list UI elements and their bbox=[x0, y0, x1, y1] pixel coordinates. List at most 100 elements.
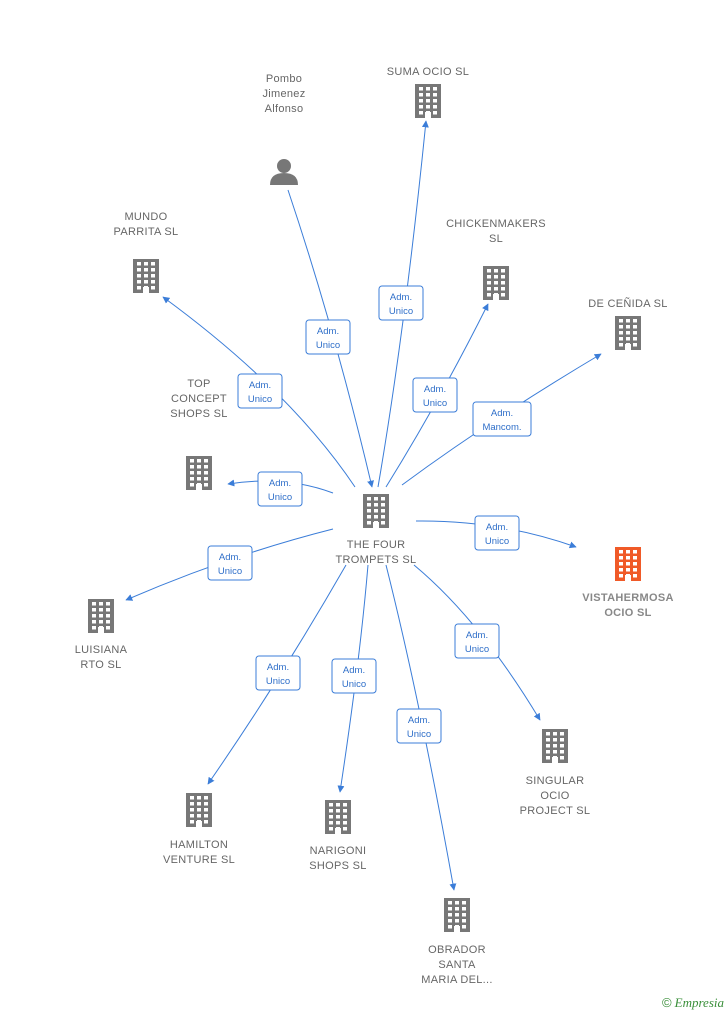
edge-narigoni: Adm. Unico bbox=[331, 564, 377, 793]
node-label: OCIO bbox=[540, 790, 569, 802]
edge-label[interactable]: Adm.Unico bbox=[207, 545, 253, 581]
edge-label-text: Adm. bbox=[390, 292, 412, 303]
node-label: OBRADOR bbox=[428, 944, 486, 956]
node-label: THE FOUR bbox=[347, 539, 406, 551]
edge-label[interactable]: Adm.Mancom. bbox=[472, 401, 532, 437]
node-label: TROMPETS SL bbox=[336, 554, 417, 566]
edge-label-text: Unico bbox=[268, 492, 292, 503]
edge-singular: Adm.Unico bbox=[413, 564, 541, 721]
edge-label-box bbox=[378, 285, 424, 321]
edge-label[interactable]: Adm. Unico bbox=[305, 319, 351, 355]
nodes-layer: THE FOUR TROMPETS SL SUMA OCIO SL PomboJime… bbox=[75, 66, 674, 986]
edge-label[interactable]: Adm.Unico bbox=[454, 623, 500, 659]
edge-label-box bbox=[396, 708, 442, 744]
node-label: SL bbox=[489, 233, 503, 245]
building-icon bbox=[415, 84, 441, 118]
building-icon bbox=[615, 316, 641, 350]
edge-label-text: Adm. bbox=[491, 408, 513, 419]
node-label: NARIGONI bbox=[310, 845, 367, 857]
building-icon bbox=[615, 547, 641, 581]
node-label: SHOPS SL bbox=[170, 408, 227, 420]
node-label: RTO SL bbox=[80, 659, 121, 671]
node-label: SUMA OCIO SL bbox=[387, 66, 469, 78]
edge-label[interactable]: Adm. Unico bbox=[331, 658, 377, 694]
edge-label-text: Adm. bbox=[317, 326, 339, 337]
node-label: VENTURE SL bbox=[163, 854, 235, 866]
edge-label-text: Adm. bbox=[486, 522, 508, 533]
edge-label-text: Unico bbox=[342, 679, 366, 690]
edge-label-box bbox=[472, 401, 532, 437]
edge-label[interactable]: Adm.Unico bbox=[255, 655, 301, 691]
node-luisiana[interactable]: LUISIANA RTO SL bbox=[75, 599, 128, 671]
edge-chicken: Adm. Unico bbox=[385, 303, 489, 488]
edge-label-box bbox=[207, 545, 253, 581]
edge-label[interactable]: Adm. Unico bbox=[257, 471, 303, 507]
edge-label-text: Unico bbox=[389, 306, 413, 317]
node-label: LUISIANA bbox=[75, 644, 128, 656]
empresia-watermark[interactable]: ©Empresia bbox=[662, 995, 724, 1011]
edge-label-text: Adm. bbox=[269, 478, 291, 489]
node-hamilton[interactable]: HAMILTON VENTURE SL bbox=[163, 793, 235, 866]
node-label: CHICKENMAKERS bbox=[446, 218, 546, 230]
building-icon bbox=[542, 729, 568, 763]
edge-label-text: Unico bbox=[248, 394, 272, 405]
edge-label-text: Unico bbox=[218, 566, 242, 577]
edge-obrador: Adm. Unico bbox=[385, 564, 457, 891]
edge-mundo: Adm. Unico bbox=[162, 296, 356, 488]
node-label: PARRITA SL bbox=[114, 226, 179, 238]
node-label: CONCEPT bbox=[171, 393, 227, 405]
node-decenida[interactable]: DE CEÑIDA SL bbox=[588, 297, 667, 350]
edge-suma: Adm. Unico bbox=[377, 120, 429, 488]
node-vista[interactable]: VISTAHERMOSA OCIO SL bbox=[582, 547, 673, 619]
node-chicken[interactable]: CHICKENMAKERS SL bbox=[446, 218, 546, 300]
edge-label-box bbox=[331, 658, 377, 694]
building-icon bbox=[88, 599, 114, 633]
edges-layer: Adm.UnicoAdm.UnicoAdm.UnicoAdm.UnicoAdm.… bbox=[125, 120, 602, 891]
copyright-symbol: © bbox=[662, 995, 672, 1010]
edge-label-box bbox=[257, 471, 303, 507]
edge-label-box bbox=[474, 515, 520, 551]
building-icon bbox=[363, 494, 389, 528]
node-label: SANTA bbox=[438, 959, 476, 971]
edge-vista: Adm. Unico bbox=[415, 515, 577, 551]
edge-luisiana: Adm.Unico bbox=[125, 528, 334, 601]
edge-label-text: Adm. bbox=[267, 662, 289, 673]
edge-label-text: Adm. bbox=[424, 384, 446, 395]
edge-label-text: Adm. bbox=[343, 665, 365, 676]
edge-label-text: Adm. bbox=[408, 715, 430, 726]
edge-label[interactable]: Adm. Unico bbox=[378, 285, 424, 321]
edge-label[interactable]: Adm.Unico bbox=[237, 373, 283, 409]
building-icon bbox=[483, 266, 509, 300]
edge-label-box bbox=[412, 377, 458, 413]
building-icon bbox=[133, 259, 159, 293]
edge-label-text: Unico bbox=[485, 536, 509, 547]
edge-label[interactable]: Adm.Unico bbox=[412, 377, 458, 413]
edge-label-box bbox=[237, 373, 283, 409]
node-center[interactable]: THE FOUR TROMPETS SL bbox=[336, 494, 417, 566]
node-label: TOP bbox=[187, 378, 210, 390]
building-icon bbox=[444, 898, 470, 932]
node-label: OCIO SL bbox=[604, 607, 651, 619]
edge-decenida: Adm.Mancom. bbox=[401, 353, 602, 486]
edge-label-box bbox=[454, 623, 500, 659]
building-icon bbox=[325, 800, 351, 834]
node-label: VISTAHERMOSA bbox=[582, 592, 673, 604]
node-suma[interactable]: SUMA OCIO SL bbox=[387, 66, 469, 118]
edge-hamilton: Adm. Unico bbox=[207, 564, 347, 785]
node-top[interactable]: TOP CONCEPT SHOPS SL bbox=[170, 378, 227, 490]
node-label: PROJECT SL bbox=[520, 805, 591, 817]
node-label: Jimenez bbox=[262, 88, 305, 100]
edge-label-text: Unico bbox=[316, 340, 340, 351]
edge-label[interactable]: Adm. Unico bbox=[396, 708, 442, 744]
edge-pombo: Adm. Unico bbox=[287, 189, 374, 488]
edge-label-box bbox=[255, 655, 301, 691]
edge-label[interactable]: Adm. Unico bbox=[474, 515, 520, 551]
edge-label-text: Unico bbox=[407, 729, 431, 740]
node-label: HAMILTON bbox=[170, 839, 228, 851]
